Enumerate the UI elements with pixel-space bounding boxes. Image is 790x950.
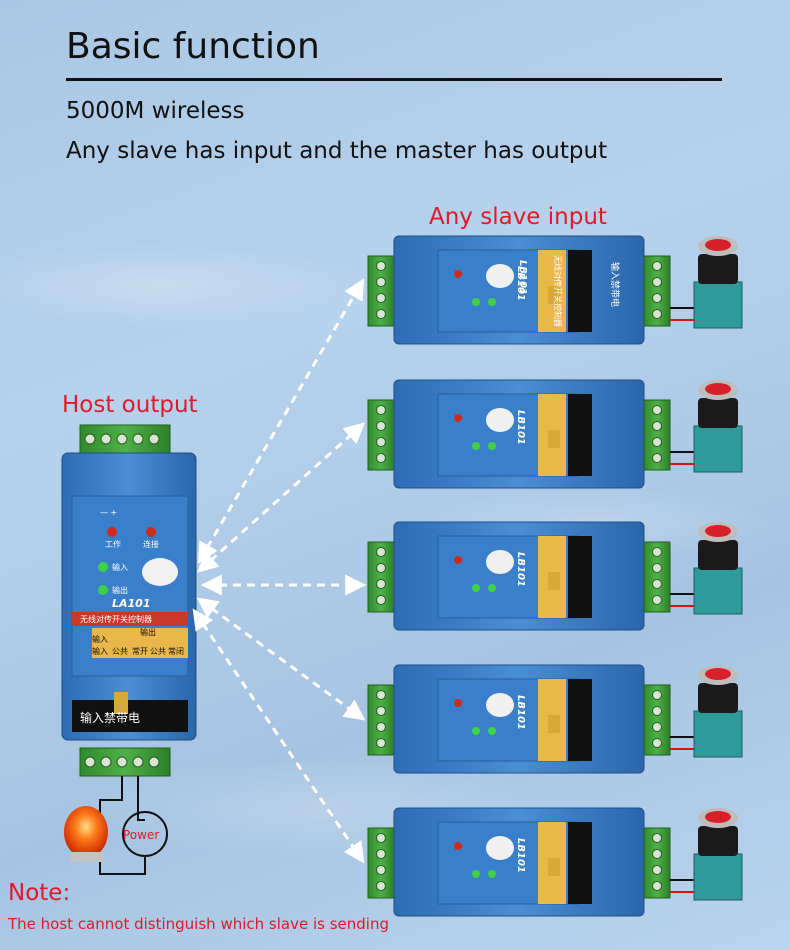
slave-product-name: 无线对传开关控制器 bbox=[553, 255, 563, 327]
slave-device-4 bbox=[367, 664, 743, 774]
host-terminal-2: 常开 bbox=[132, 647, 148, 656]
subtitle-description: Any slave has input and the master has o… bbox=[66, 138, 608, 164]
host-model: LA101 bbox=[112, 597, 150, 610]
host-warning: 输入禁带电 bbox=[80, 710, 140, 725]
page-title: Basic function bbox=[66, 26, 320, 67]
slave-device-5 bbox=[367, 807, 743, 917]
host-terminal-4: 常闭 bbox=[168, 647, 184, 656]
host-product-name: 无线对传开关控制器 bbox=[80, 614, 152, 624]
wireless-links bbox=[192, 278, 367, 864]
title-underline bbox=[66, 78, 722, 81]
svg-text:— +: — + bbox=[100, 508, 117, 517]
host-terminal-1: 公共 bbox=[112, 647, 128, 656]
slave-model-labels: LB101 无线对传开关控制器 输入禁带电 bbox=[517, 255, 621, 327]
slave-model-label: LB101 bbox=[517, 260, 528, 295]
host-terminal-3: 公共 bbox=[150, 647, 166, 656]
note-text: The host cannot distinguish which slave … bbox=[8, 915, 389, 933]
host-led-work: 工作 bbox=[105, 539, 121, 549]
host-led-output: 输出 bbox=[112, 585, 128, 595]
host-input-label: 输入 bbox=[92, 634, 108, 644]
host-led-link: 连接 bbox=[143, 539, 159, 549]
alarm-lamp-icon bbox=[64, 806, 108, 862]
note-title: Note: bbox=[8, 880, 71, 906]
power-label: Power bbox=[123, 828, 159, 842]
host-led-input: 输入 bbox=[112, 562, 128, 572]
slave-device-3 bbox=[367, 521, 743, 631]
power-source-icon bbox=[122, 811, 168, 857]
host-output-wiring bbox=[99, 776, 146, 875]
slave-input-label: Any slave input bbox=[429, 204, 607, 230]
host-output-label: Host output bbox=[62, 392, 198, 418]
slave-warning: 输入禁带电 bbox=[609, 262, 621, 307]
host-terminal-0: 输入 bbox=[92, 646, 108, 656]
host-output-section-label: 输出 bbox=[140, 627, 156, 637]
host-device: — + 工作 连接 输入 输出 LA101 无线对传开关控制器 输入 输出 输入… bbox=[61, 424, 197, 777]
subtitle-wireless: 5000M wireless bbox=[66, 98, 245, 124]
slave-device-2 bbox=[367, 379, 743, 489]
